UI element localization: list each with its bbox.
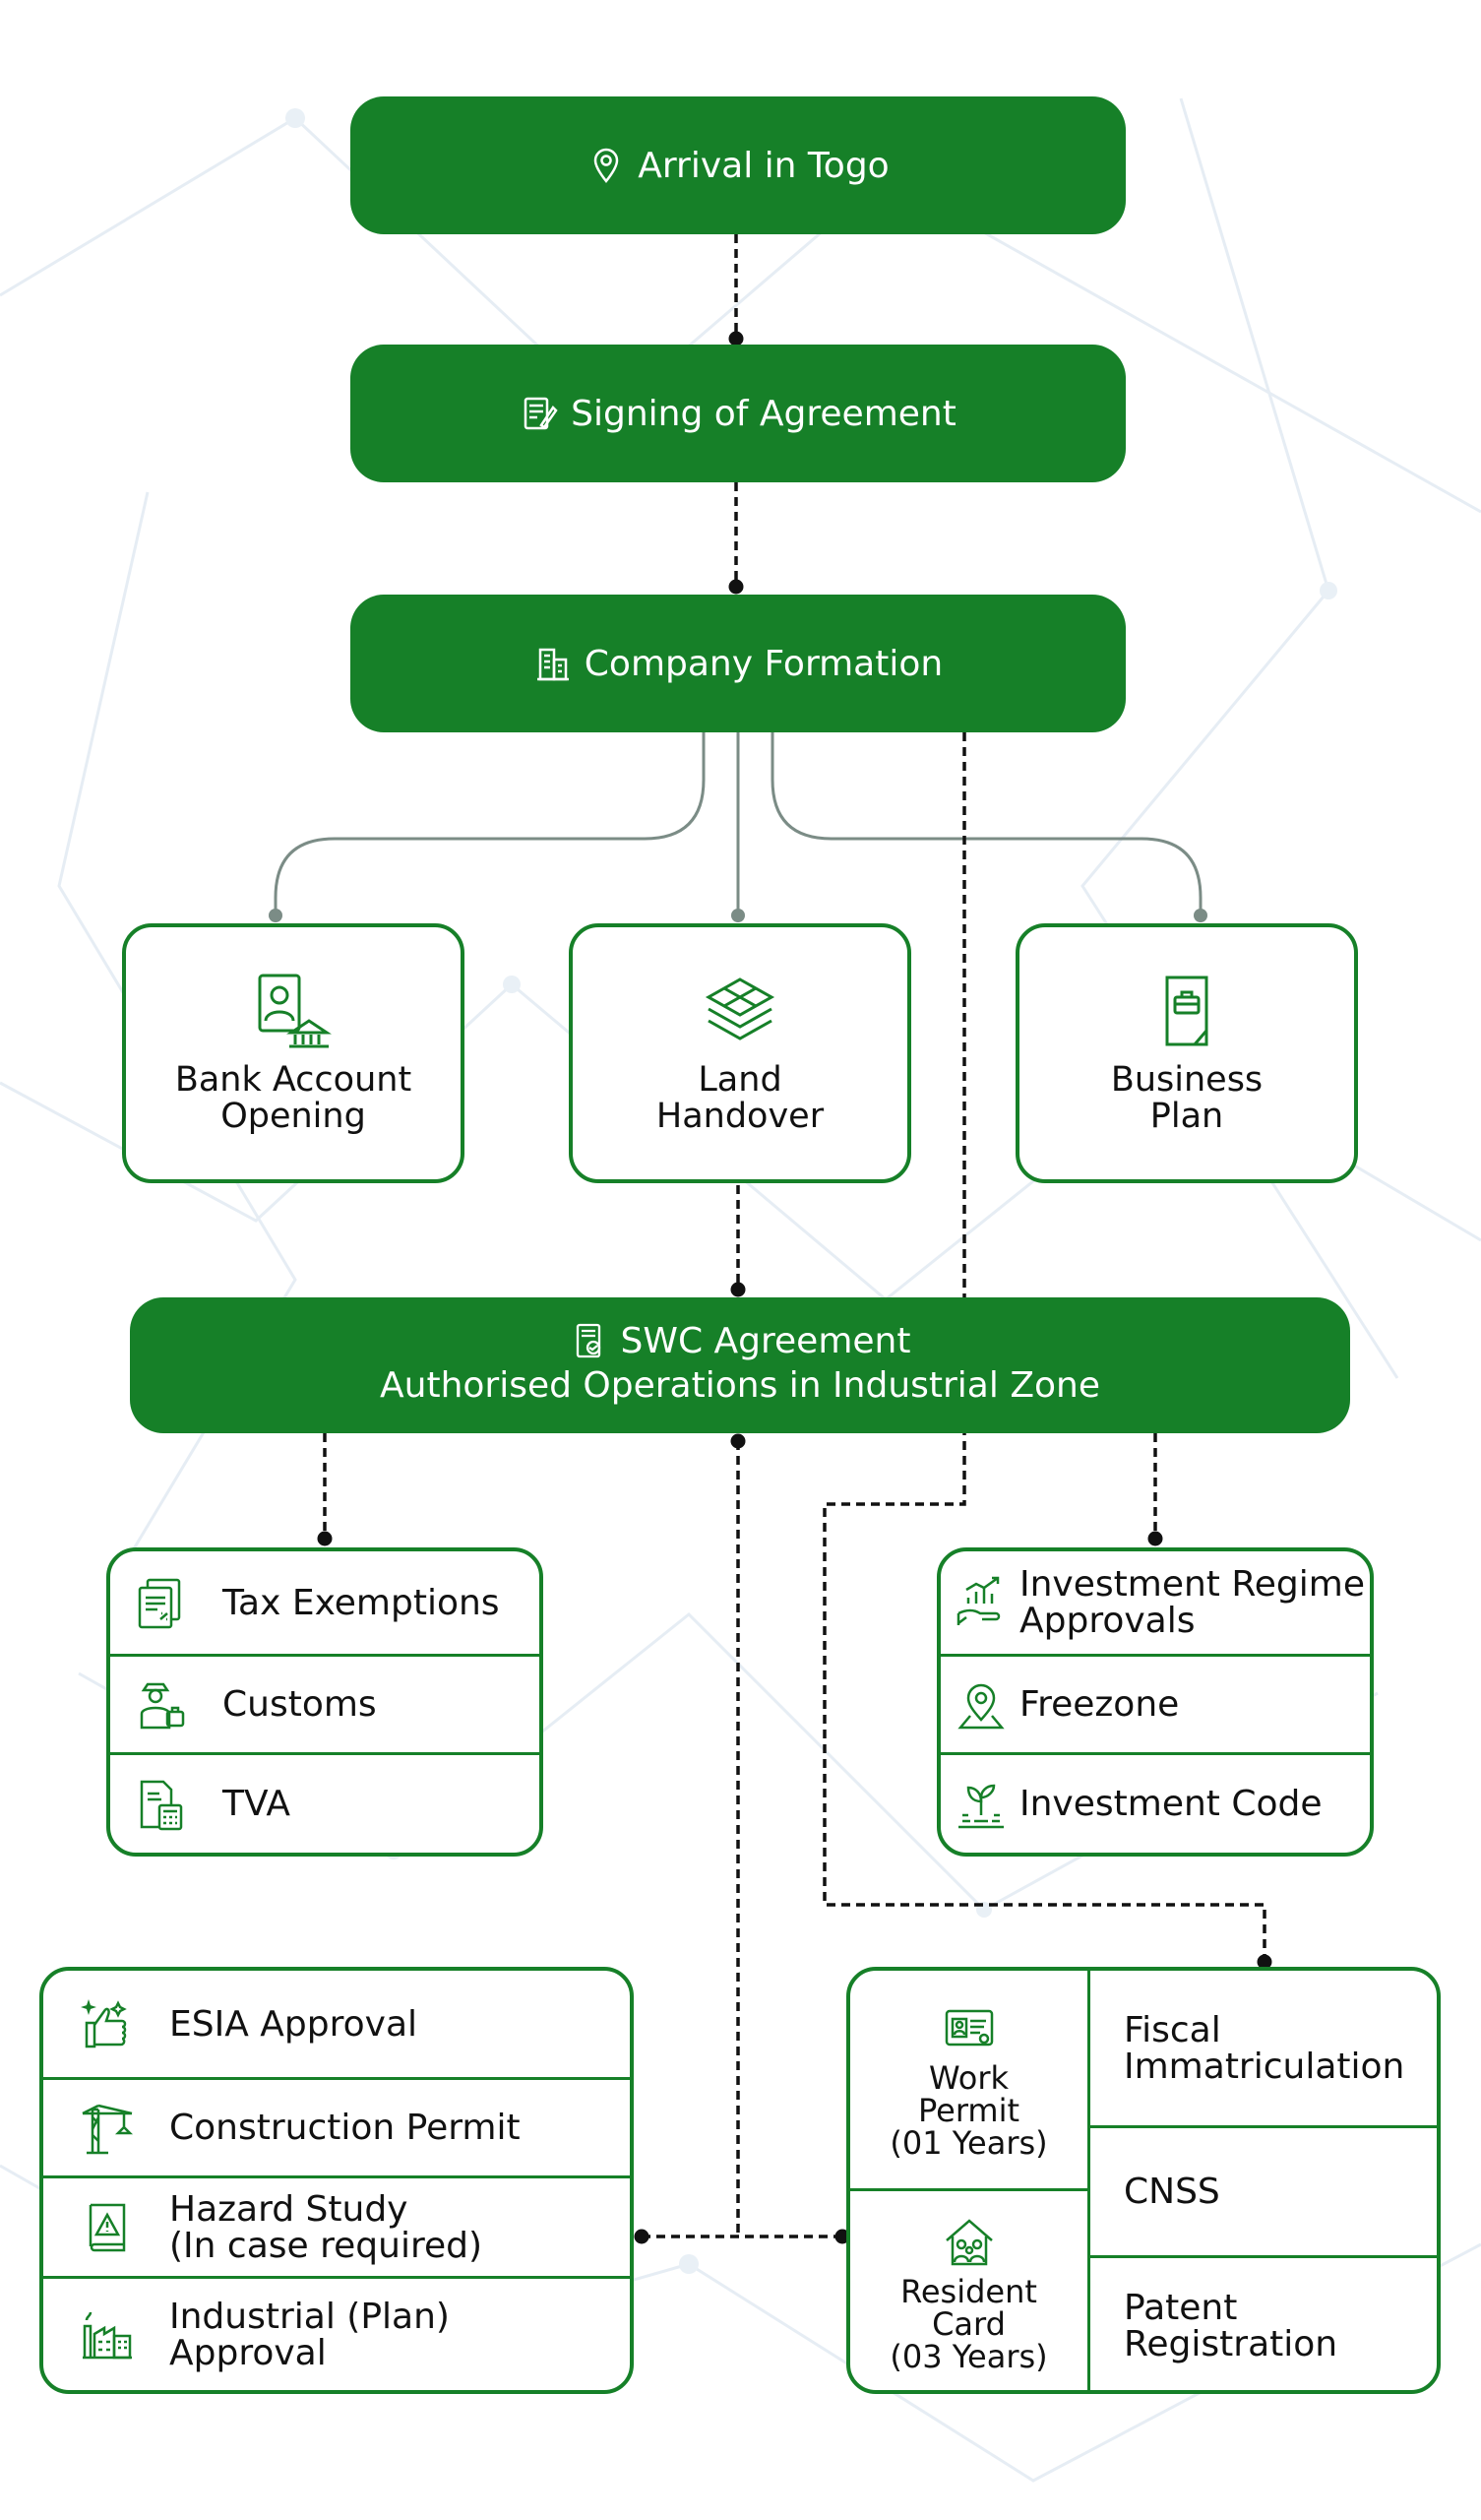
list-item-freezone: Freezone	[941, 1654, 1370, 1752]
investment-growth-icon	[956, 1576, 1001, 1625]
bank-line2: Opening	[220, 1097, 366, 1136]
business-line2: Plan	[1149, 1097, 1224, 1136]
hazard-study-line1: Hazard Study	[169, 2188, 408, 2230]
patent-registration-cell: Patent Registration	[1090, 2258, 1437, 2390]
construction-crane-icon	[82, 2104, 134, 2154]
construction-permit-label: Construction Permit	[169, 2108, 521, 2148]
freezone-label: Freezone	[1019, 1684, 1180, 1725]
signing-of-agreement-node: Signing of Agreement	[350, 345, 1126, 482]
fiscal-line1: Fiscal	[1124, 2009, 1221, 2050]
certificate-handshake-icon	[576, 1323, 600, 1358]
swc-subtitle: Authorised Operations in Industrial Zone	[380, 1364, 1100, 1406]
investment-regime-line1: Investment Regime	[1019, 1564, 1365, 1605]
work-permit-line1: Work	[928, 2059, 1010, 2097]
patent-line1: Patent	[1124, 2288, 1238, 2328]
permit-group-box: ESIA Approval Construction Permit Hazard…	[39, 1967, 634, 2394]
bank-account-opening-card: Bank Account Opening	[122, 923, 464, 1183]
list-item-esia-approval: ESIA Approval	[43, 1971, 630, 2077]
factory-icon	[83, 2311, 132, 2359]
land-line2: Handover	[655, 1097, 825, 1136]
business-plan-card: Business Plan	[1016, 923, 1358, 1183]
resident-card-line3: (03 Years)	[890, 2337, 1048, 2375]
business-plan-icon	[1165, 976, 1208, 1046]
tva-label: TVA	[222, 1784, 290, 1824]
id-card-icon	[945, 2009, 993, 2047]
industrial-approval-line1: Industrial (Plan)	[169, 2296, 450, 2337]
list-item-investment-regime: Investment Regime Approvals	[941, 1551, 1370, 1654]
customs-label: Customs	[222, 1684, 377, 1725]
list-item-hazard-study: Hazard Study (In case required)	[43, 2175, 630, 2276]
work-permit-cell: Work Permit (01 Years)	[850, 1971, 1087, 2191]
tax-document-icon	[138, 1578, 181, 1629]
work-permit-group-box: Work Permit (01 Years) Resident Card (03…	[846, 1967, 1441, 2394]
fiscal-line2: Immatriculation	[1124, 2046, 1405, 2087]
land-layers-icon	[705, 977, 775, 1040]
resident-card-line1: Resident	[900, 2272, 1037, 2310]
bank-line1: Bank Account	[174, 1060, 412, 1100]
list-item-tva: TVA	[110, 1752, 539, 1853]
arrival-in-togo-node: Arrival in Togo	[350, 96, 1126, 234]
hazard-book-icon	[89, 2203, 126, 2251]
permit-card-column: Work Permit (01 Years) Resident Card (03…	[850, 1971, 1090, 2390]
list-item-tax-exemptions: Tax Exemptions	[110, 1551, 539, 1654]
family-house-icon	[945, 2218, 993, 2265]
investment-code-label: Investment Code	[1019, 1784, 1323, 1824]
signed-document-icon	[524, 397, 558, 430]
land-handover-card: Land Handover	[569, 923, 911, 1183]
office-buildings-icon	[536, 648, 569, 681]
bank-account-icon	[258, 974, 332, 1048]
work-permit-line3: (01 Years)	[890, 2124, 1048, 2162]
list-item-industrial-approval: Industrial (Plan) Approval	[43, 2276, 630, 2390]
tax-group-box: Tax Exemptions Customs TVA	[106, 1547, 543, 1857]
arrival-label: Arrival in Togo	[638, 145, 890, 186]
work-permit-line2: Permit	[917, 2092, 1020, 2129]
company-formation-node: Company Formation	[350, 595, 1126, 732]
esia-approval-label: ESIA Approval	[169, 2003, 418, 2045]
thumbs-up-icon	[81, 1999, 127, 2048]
list-item-investment-code: Investment Code	[941, 1752, 1370, 1853]
customs-officer-icon	[140, 1682, 185, 1729]
plant-growth-icon	[958, 1784, 1004, 1828]
company-label: Company Formation	[584, 643, 944, 684]
patent-line2: Registration	[1124, 2324, 1338, 2364]
land-line1: Land	[698, 1060, 782, 1100]
resident-card-line2: Card	[932, 2304, 1006, 2343]
list-item-customs: Customs	[110, 1654, 539, 1752]
hazard-study-line2: (In case required)	[169, 2225, 483, 2266]
calculator-document-icon	[140, 1780, 183, 1830]
swc-title: SWC Agreement	[620, 1320, 911, 1361]
map-pin-icon	[957, 1683, 1005, 1729]
list-item-construction-permit: Construction Permit	[43, 2077, 630, 2175]
investment-regime-line2: Approvals	[1019, 1601, 1196, 1641]
cnss-label: CNSS	[1124, 2172, 1220, 2212]
cnss-cell: CNSS	[1090, 2128, 1437, 2258]
investment-group-box: Investment Regime Approvals Freezone Inv…	[937, 1547, 1374, 1857]
resident-card-cell: Resident Card (03 Years)	[850, 2191, 1087, 2390]
business-line1: Business	[1110, 1060, 1264, 1100]
fiscal-immatriculation-cell: Fiscal Immatriculation	[1090, 1971, 1437, 2128]
location-pin-icon	[594, 148, 619, 184]
industrial-approval-line2: Approval	[169, 2332, 327, 2373]
signing-label: Signing of Agreement	[571, 393, 956, 434]
tax-exemptions-label: Tax Exemptions	[222, 1582, 500, 1623]
swc-agreement-node: SWC Agreement Authorised Operations in I…	[130, 1297, 1350, 1433]
